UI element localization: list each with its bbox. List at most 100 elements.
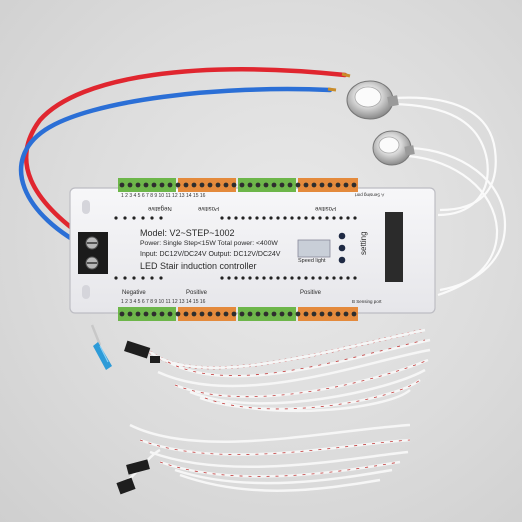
bottom-positive-label-1: Positive xyxy=(186,290,208,296)
board-model-label: Model: V2~STEP~1002 xyxy=(140,228,235,238)
terminal-screw xyxy=(151,311,157,317)
terminal-screw xyxy=(295,311,301,317)
terminal-screw xyxy=(119,311,125,317)
terminal-screw xyxy=(247,311,253,317)
terminal-screw xyxy=(183,182,189,188)
terminal-screw xyxy=(271,311,277,317)
terminal-screw xyxy=(215,311,221,317)
terminal-screw xyxy=(239,311,245,317)
board-dot xyxy=(311,276,315,280)
board-dot xyxy=(304,216,308,220)
terminal-screw xyxy=(343,311,349,317)
terminal-screw xyxy=(199,182,205,188)
white-cable-coil-2 xyxy=(119,423,411,492)
white-cable-coil-1 xyxy=(149,328,431,413)
terminal-screw xyxy=(183,311,189,317)
board-dot xyxy=(318,216,322,220)
board-dot xyxy=(159,276,163,280)
sensing-port-a-label: A Sensing port xyxy=(355,192,385,198)
board-dot xyxy=(353,276,357,280)
terminal-screw xyxy=(311,311,317,317)
terminal-screw xyxy=(207,311,213,317)
screwdriver xyxy=(90,324,112,370)
board-input-label: Input: DC12V/DC24V Output: DC12V/DC24V xyxy=(140,251,281,258)
board-dot xyxy=(114,276,118,280)
terminal-screw xyxy=(319,311,325,317)
terminal-screw xyxy=(135,311,141,317)
terminal-screw xyxy=(319,182,325,188)
terminal-screw xyxy=(343,182,349,188)
speed-light-label: Speed light xyxy=(298,258,326,264)
board-dot xyxy=(227,216,231,220)
motion-sensor-1 xyxy=(346,80,399,120)
board-name-label: LED Stair induction controller xyxy=(140,261,257,271)
terminal-screw xyxy=(351,311,357,317)
terminal-screw xyxy=(231,311,237,317)
terminal-screw xyxy=(255,182,261,188)
terminal-screw xyxy=(159,182,165,188)
board-dot xyxy=(241,276,245,280)
terminal-screw xyxy=(263,182,269,188)
board-dot xyxy=(269,276,273,280)
board-dot xyxy=(132,276,136,280)
terminal-screw xyxy=(167,182,173,188)
board-dot xyxy=(248,216,252,220)
terminal-screw xyxy=(327,182,333,188)
board-dot xyxy=(269,216,273,220)
board-dot xyxy=(255,216,259,220)
board-dot xyxy=(132,216,136,220)
terminal-screw xyxy=(199,311,205,317)
terminal-screw xyxy=(351,182,357,188)
board-dot xyxy=(150,216,154,220)
board-dot xyxy=(339,216,343,220)
terminal-screw xyxy=(279,311,285,317)
board-dot xyxy=(248,276,252,280)
board-dot xyxy=(290,276,294,280)
terminal-screw xyxy=(239,182,245,188)
terminal-screw xyxy=(191,182,197,188)
terminal-screw xyxy=(311,182,317,188)
motion-sensor-2 xyxy=(372,130,415,166)
bottom-number-row: 1 2 3 4 5 6 7 8 9 10 11 12 13 14 15 16 xyxy=(121,299,206,305)
terminal-screw xyxy=(223,182,229,188)
board-dot xyxy=(241,216,245,220)
board-dot xyxy=(304,276,308,280)
board-dot xyxy=(114,216,118,220)
terminal-screw xyxy=(263,311,269,317)
power-wires xyxy=(18,67,351,253)
board-dot xyxy=(297,216,301,220)
top-negative-label: Negative xyxy=(148,205,172,211)
terminal-screw xyxy=(127,182,133,188)
terminal-screw xyxy=(143,311,149,317)
board-dot xyxy=(141,216,145,220)
terminal-screw xyxy=(287,311,293,317)
terminal-screw xyxy=(223,311,229,317)
terminal-screw xyxy=(191,311,197,317)
terminal-screw xyxy=(127,311,133,317)
bottom-positive-label-2: Positive xyxy=(300,290,322,296)
terminal-screw xyxy=(327,311,333,317)
board-dot xyxy=(262,276,266,280)
top-positive-label-1: Positive xyxy=(198,205,220,211)
board-power-label: Power: Single Step<15W Total power: <400… xyxy=(140,240,278,247)
top-number-row: 1 2 3 4 5 6 7 8 9 10 11 12 13 14 15 16 xyxy=(121,193,206,199)
terminal-screw xyxy=(279,182,285,188)
terminal-screw xyxy=(271,182,277,188)
board-dot xyxy=(255,276,259,280)
board-dot xyxy=(346,216,350,220)
terminal-screw xyxy=(231,182,237,188)
terminal-screw xyxy=(151,182,157,188)
led-dot-rows xyxy=(114,216,357,280)
board-dot xyxy=(325,276,329,280)
terminal-screw xyxy=(175,311,181,317)
board-dot xyxy=(123,276,127,280)
cable-connectors xyxy=(116,340,160,495)
board-dot xyxy=(234,216,238,220)
sensor-wires xyxy=(391,96,507,297)
terminal-screw xyxy=(215,182,221,188)
board-dot xyxy=(123,216,127,220)
terminal-screw xyxy=(303,182,309,188)
board-dot xyxy=(227,276,231,280)
